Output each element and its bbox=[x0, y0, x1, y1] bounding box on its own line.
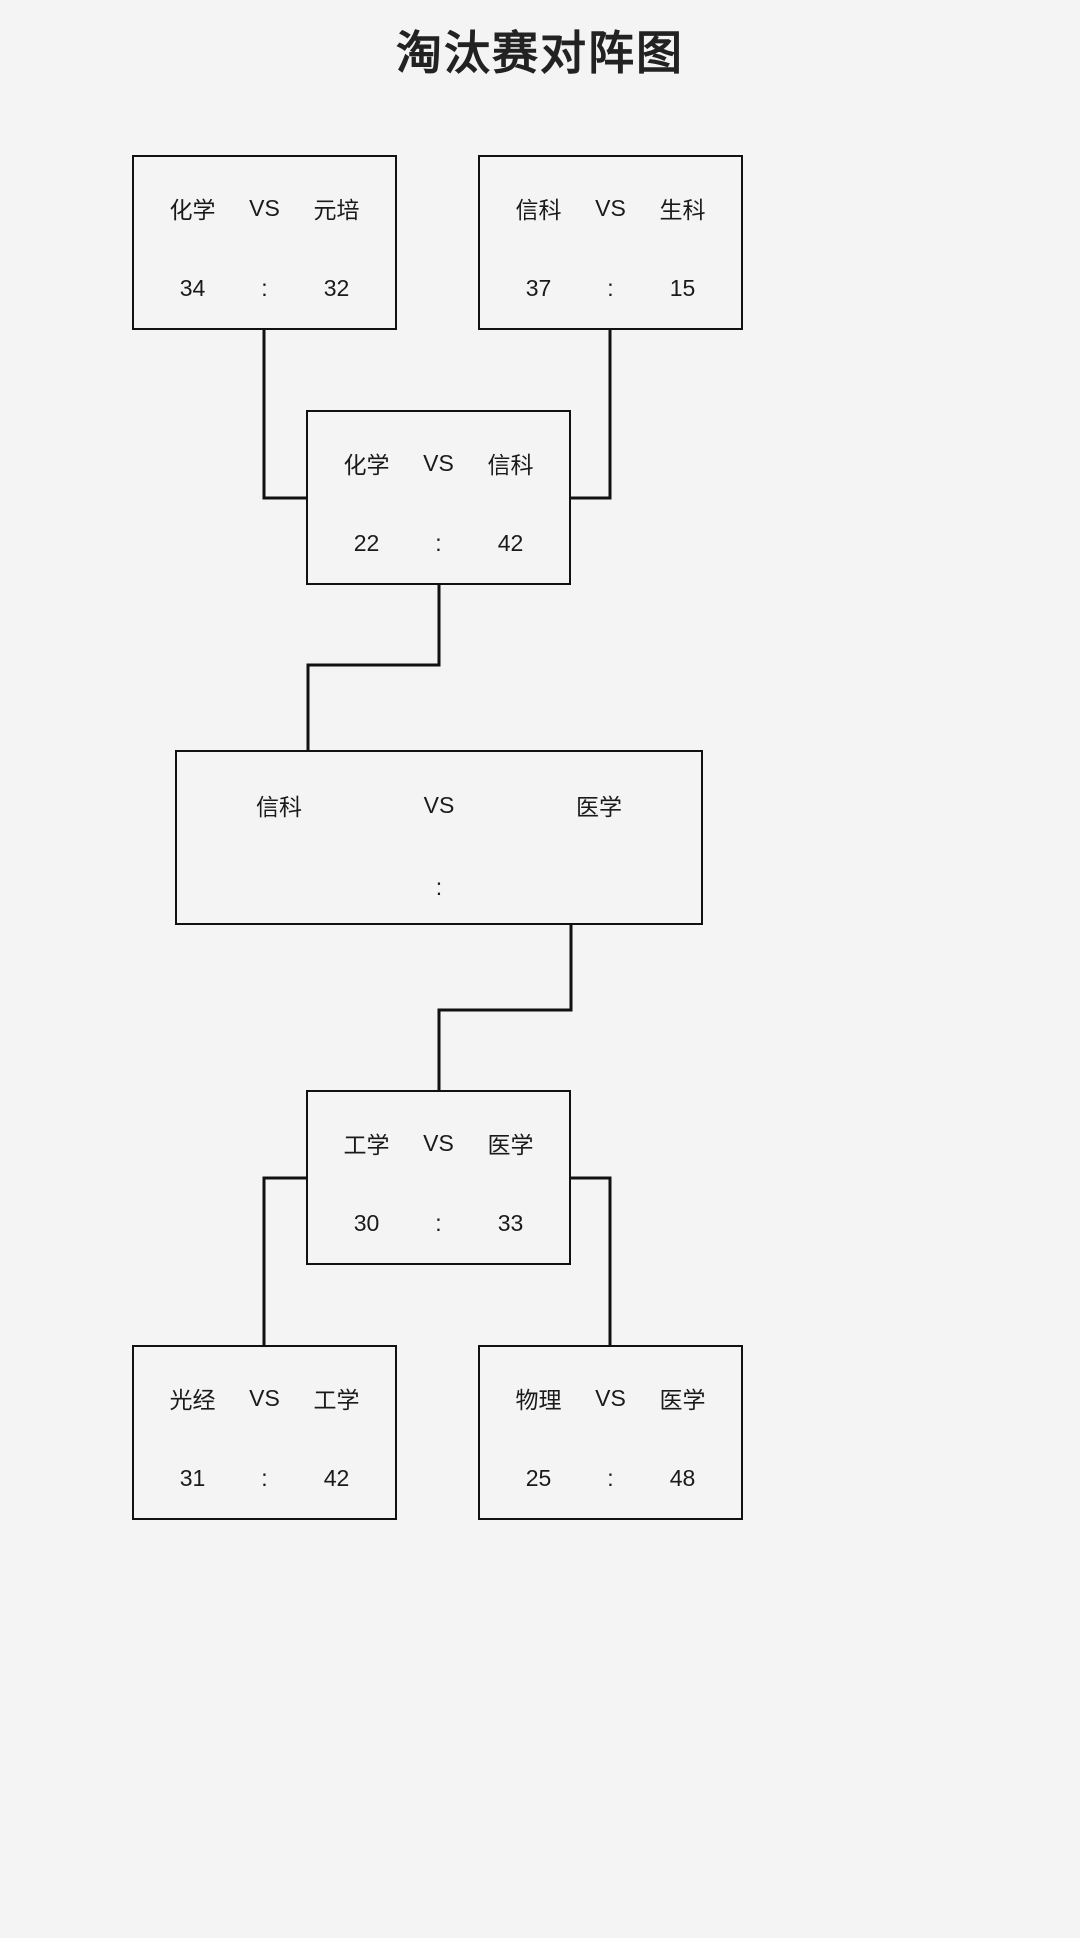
score-a: 25 bbox=[525, 1465, 552, 1491]
match-box-r2-upper[interactable]: 化学 VS 信科 22 : 42 bbox=[306, 410, 571, 585]
match-box-r1-bottom-left[interactable]: 光经 VS 工学 31 : 42 bbox=[132, 1345, 397, 1520]
team-b-name: 医学 bbox=[659, 1387, 706, 1413]
match-teams-row: 化学 VS 元培 bbox=[134, 191, 395, 225]
connector-r2-to-final bbox=[306, 583, 441, 754]
score-a: 22 bbox=[353, 530, 380, 556]
team-a-name: 化学 bbox=[343, 452, 390, 478]
score-a: 31 bbox=[179, 1465, 206, 1491]
match-scores-row: 37 : 15 bbox=[480, 275, 741, 302]
connector-r1right-to-r2 bbox=[568, 328, 612, 500]
team-b-name: 信科 bbox=[487, 452, 534, 478]
vs-label: VS bbox=[595, 194, 626, 221]
match-box-r1-left[interactable]: 化学 VS 元培 34 : 32 bbox=[132, 155, 397, 330]
team-b-name: 医学 bbox=[576, 794, 622, 820]
team-a-name: 信科 bbox=[515, 197, 562, 223]
match-teams-row: 物理 VS 医学 bbox=[480, 1381, 741, 1415]
team-b-name: 医学 bbox=[487, 1132, 534, 1158]
score-colon: : bbox=[607, 275, 614, 301]
match-box-r1-bottom-right[interactable]: 物理 VS 医学 25 : 48 bbox=[478, 1345, 743, 1520]
team-b-name: 元培 bbox=[313, 197, 360, 223]
vs-label: VS bbox=[423, 449, 454, 476]
match-box-final[interactable]: 信科 VS 医学 : bbox=[175, 750, 703, 925]
team-b-name: 生科 bbox=[659, 197, 706, 223]
score-a: 34 bbox=[179, 275, 206, 301]
match-teams-row: 信科 VS 生科 bbox=[480, 191, 741, 225]
connector-r2lower-to-r1bottomright bbox=[569, 1176, 612, 1347]
vs-label: VS bbox=[249, 1384, 280, 1411]
score-colon: : bbox=[435, 530, 442, 556]
match-teams-row: 信科 VS 医学 bbox=[177, 788, 701, 822]
match-box-r1-right[interactable]: 信科 VS 生科 37 : 15 bbox=[478, 155, 743, 330]
score-colon: : bbox=[261, 1465, 268, 1491]
match-scores-row: 22 : 42 bbox=[308, 530, 569, 557]
match-scores-row: 34 : 32 bbox=[134, 275, 395, 302]
score-colon: : bbox=[607, 1465, 614, 1491]
score-b: 42 bbox=[323, 1465, 350, 1491]
team-a-name: 工学 bbox=[343, 1132, 390, 1158]
match-scores-row: 30 : 33 bbox=[308, 1210, 569, 1237]
page-title: 淘汰赛对阵图 bbox=[396, 27, 684, 79]
match-box-r2-lower[interactable]: 工学 VS 医学 30 : 33 bbox=[306, 1090, 571, 1265]
vs-label: VS bbox=[249, 194, 280, 221]
connector-final-to-r2lower bbox=[437, 923, 573, 1094]
score-b: 48 bbox=[669, 1465, 696, 1491]
match-scores-row: 25 : 48 bbox=[480, 1465, 741, 1492]
team-b-name: 工学 bbox=[313, 1387, 360, 1413]
connector-r1left-to-r2 bbox=[262, 328, 309, 500]
score-colon: : bbox=[435, 1210, 442, 1236]
score-colon: : bbox=[435, 874, 443, 900]
score-a: 30 bbox=[353, 1210, 380, 1236]
team-a-name: 物理 bbox=[515, 1387, 562, 1413]
score-b: 42 bbox=[497, 530, 524, 556]
vs-label: VS bbox=[423, 1129, 454, 1156]
score-b: 15 bbox=[669, 275, 696, 301]
match-scores-row: 31 : 42 bbox=[134, 1465, 395, 1492]
match-teams-row: 化学 VS 信科 bbox=[308, 446, 569, 480]
team-a-name: 信科 bbox=[256, 794, 302, 820]
match-teams-row: 工学 VS 医学 bbox=[308, 1126, 569, 1160]
score-b: 33 bbox=[497, 1210, 524, 1236]
team-a-name: 化学 bbox=[169, 197, 216, 223]
match-scores-row: : bbox=[177, 874, 701, 901]
score-colon: : bbox=[261, 275, 268, 301]
score-a: 37 bbox=[525, 275, 552, 301]
connector-r2lower-to-r1bottomleft bbox=[262, 1176, 308, 1347]
vs-label: VS bbox=[423, 791, 455, 818]
team-a-name: 光经 bbox=[169, 1387, 216, 1413]
vs-label: VS bbox=[595, 1384, 626, 1411]
score-b: 32 bbox=[323, 275, 350, 301]
match-teams-row: 光经 VS 工学 bbox=[134, 1381, 395, 1415]
